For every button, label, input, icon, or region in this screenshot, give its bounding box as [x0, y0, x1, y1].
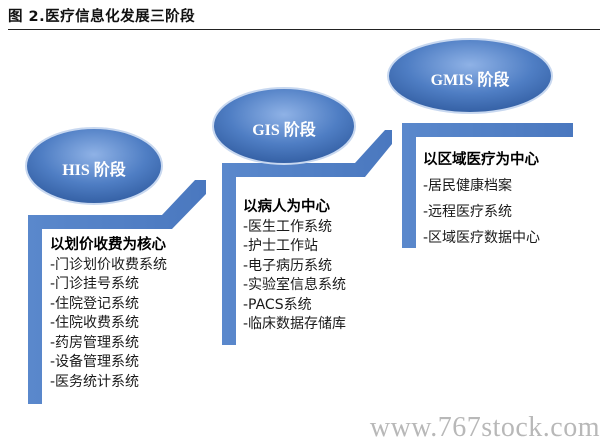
gis-item: -实验室信息系统 — [243, 277, 347, 293]
gmis-bracket — [402, 123, 573, 248]
gmis-stage-heading: 以区域医疗为中心 — [423, 152, 539, 168]
his-stage-panel: 以划价收费为核心 -门诊划价收费系统 -门诊挂号系统 -住院登记系统 -住院收费… — [50, 236, 167, 392]
gmis-oval — [387, 38, 553, 114]
his-item: -住院收费系统 — [50, 315, 140, 331]
gis-stage-label: GIS 阶段 — [252, 122, 316, 139]
gis-oval — [212, 87, 356, 165]
gis-stage-panel: 以病人为中心 -医生工作系统 -护士工作站 -电子病历系统 -实验室信息系统 -… — [243, 198, 346, 335]
gis-item: -电子病历系统 — [243, 257, 333, 274]
gis-stage-heading: 以病人为中心 — [243, 199, 330, 215]
gmis-stage-panel: 以区域医疗为中心 -居民健康档案 -远程医疗系统 -区域医疗数据中心 — [423, 147, 540, 251]
his-item: -门诊挂号系统 — [50, 276, 140, 292]
watermark: www.767stock.com — [369, 412, 600, 443]
gis-item: -医生工作系统 — [243, 218, 333, 235]
his-bracket — [28, 180, 206, 404]
his-item: -药房管理系统 — [50, 334, 140, 351]
gmis-item: -区域医疗数据中心 — [423, 230, 541, 246]
gis-item: -临床数据存储库 — [243, 316, 347, 332]
gmis-item: -居民健康档案 — [423, 178, 513, 194]
gis-item: -PACS系统 — [243, 296, 312, 313]
figure-title: 图 2.医疗信息化发展三阶段 — [8, 9, 196, 25]
his-item: -设备管理系统 — [50, 354, 140, 370]
his-oval — [25, 127, 163, 205]
gis-item: -护士工作站 — [243, 238, 319, 254]
gis-bracket — [222, 130, 392, 345]
his-stage-heading: 以划价收费为核心 — [50, 237, 166, 253]
title-divider — [8, 29, 600, 30]
his-item: -医务统计系统 — [50, 373, 140, 390]
his-item: -门诊划价收费系统 — [50, 256, 168, 273]
gmis-stage-label: GMIS 阶段 — [430, 72, 510, 89]
his-item: -住院登记系统 — [50, 295, 140, 312]
gmis-item: -远程医疗系统 — [423, 204, 513, 220]
his-stage-label: HIS 阶段 — [62, 162, 126, 179]
